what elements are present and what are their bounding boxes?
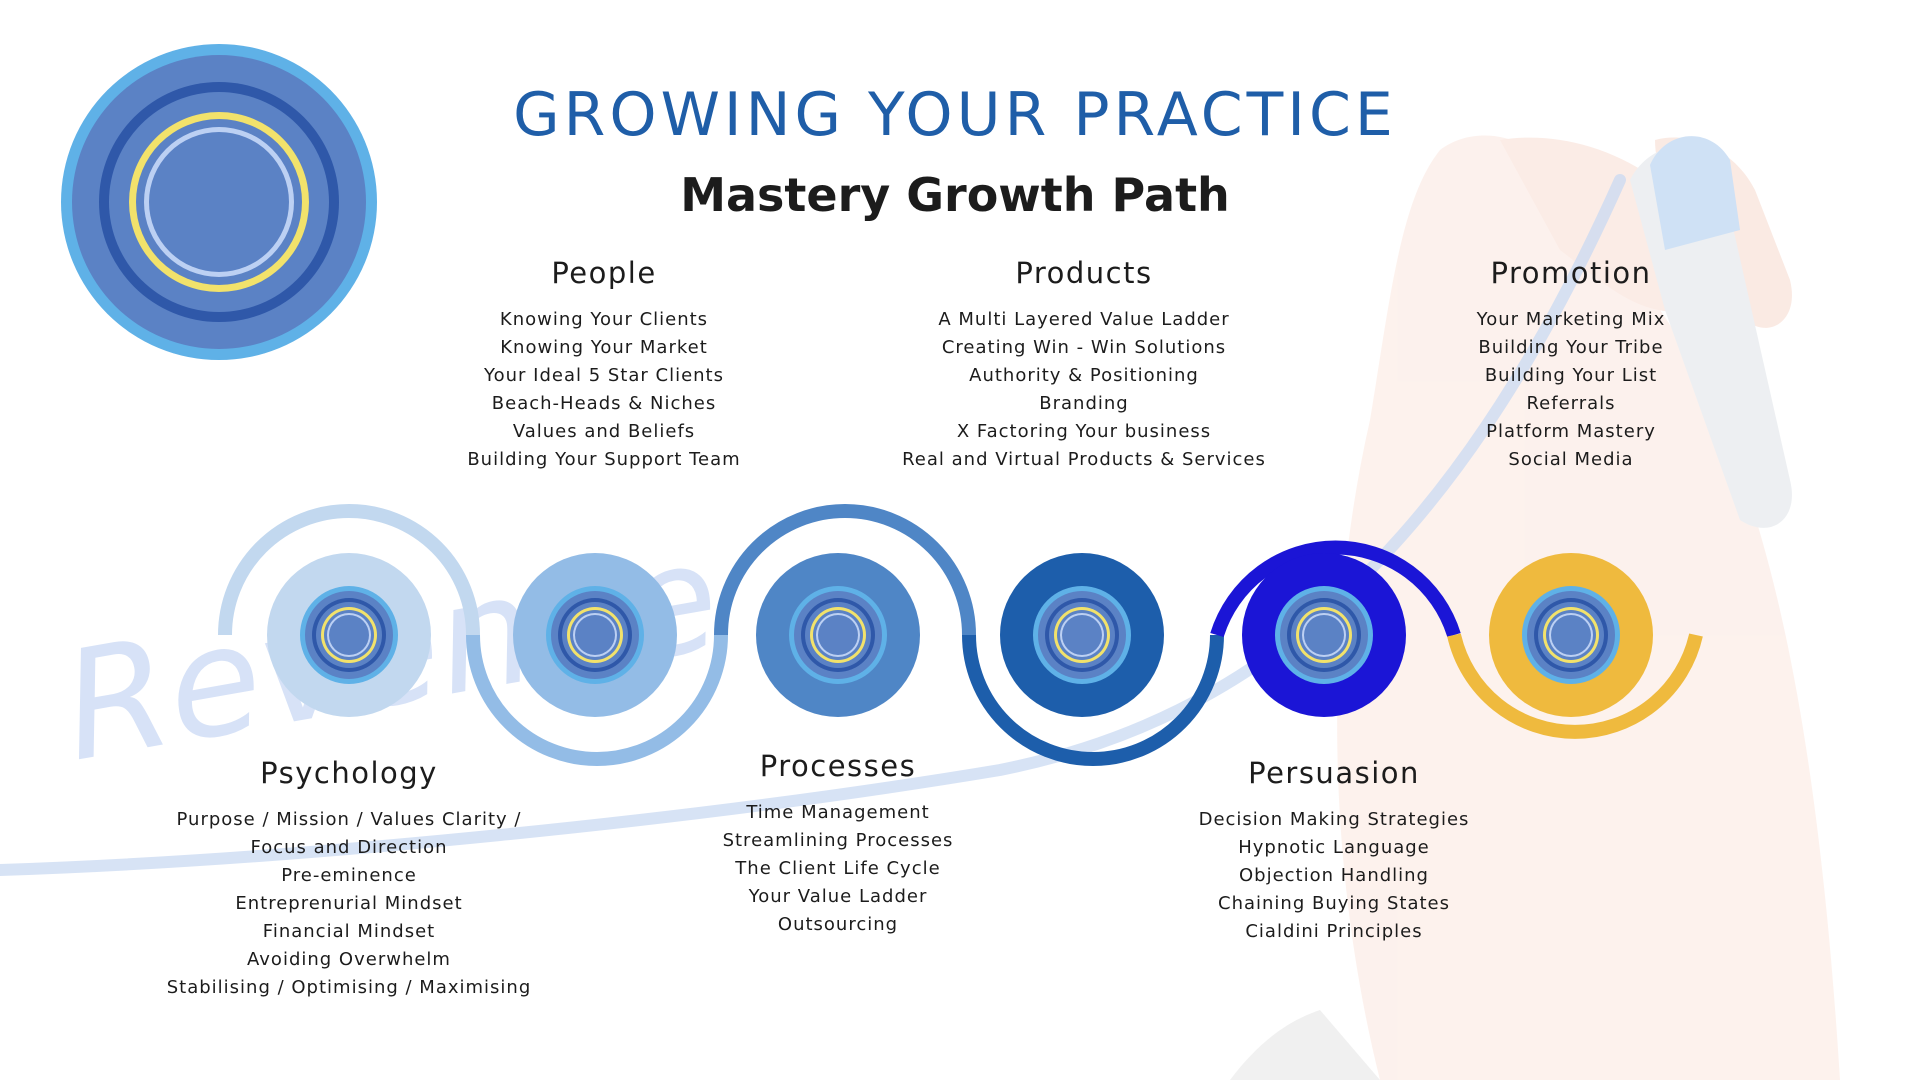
step-psychology [267,553,431,717]
concentric-target-icon [1275,586,1373,684]
concentric-target-icon [546,586,644,684]
concentric-target-icon [300,586,398,684]
group-title-psychology: Psychology [260,756,438,790]
path-segment-3 [714,504,976,636]
list-item: Social Media [1508,449,1634,470]
list-item: Decision Making Strategies [1198,809,1470,830]
list-item: The Client Life Cycle [735,858,941,879]
page-title: GROWING YOUR PRACTICE [513,80,1397,150]
list-item: Knowing Your Market [500,337,708,358]
list-item: Real and Virtual Products & Services [902,449,1266,470]
list-item: Outsourcing [777,914,899,935]
list-item: Stabilising / Optimising / Maximising [166,977,532,998]
group-persuasion: Persuasion Decision Making Strategies Hy… [1114,756,1554,946]
list-item: Chaining Buying States [1218,893,1450,914]
list-item: X Factoring Your business [956,421,1212,442]
list-item: Authority & Positioning [969,365,1199,386]
list-item: Pre-eminence [281,865,417,886]
group-title-people: People [551,256,657,290]
group-processes: Processes Time Management Streamlining P… [618,749,1058,939]
list-item: Entreprenurial Mindset [235,893,463,914]
group-title-promotion: Promotion [1490,256,1652,290]
list-item: Beach-Heads & Niches [491,393,717,414]
group-list-psychology: Purpose / Mission / Values Clarity / Foc… [129,806,569,1002]
list-item: Time Management [746,802,930,823]
group-title-products: Products [1015,256,1153,290]
list-item: Purpose / Mission / Values Clarity / [176,809,522,830]
list-item: Avoiding Overwhelm [247,949,451,970]
page-subtitle: Mastery Growth Path [680,168,1230,222]
path-segment-4 [962,634,1224,766]
group-promotion: Promotion Your Marketing Mix Building Yo… [1351,256,1791,474]
list-item: Streamlining Processes [722,830,954,851]
path-segment-2 [466,634,728,766]
concentric-target-icon [789,586,887,684]
step-persuasion [1242,553,1406,717]
list-item: Values and Beliefs [512,421,696,442]
list-item: Branding [1039,393,1129,414]
group-people: People Knowing Your Clients Knowing Your… [384,256,824,474]
group-title-persuasion: Persuasion [1248,756,1420,790]
list-item: Cialdini Principles [1245,921,1423,942]
list-item: Financial Mindset [262,921,436,942]
list-item: Your Marketing Mix [1476,309,1666,330]
logo [61,44,377,360]
list-item: Creating Win - Win Solutions [941,337,1227,358]
list-item: Hypnotic Language [1238,837,1430,858]
list-item: Platform Mastery [1486,421,1656,442]
group-list-persuasion: Decision Making Strategies Hypnotic Lang… [1114,806,1554,946]
list-item: Focus and Direction [250,837,448,858]
list-item: Building Your Support Team [467,449,741,470]
group-list-people: Knowing Your Clients Knowing Your Market… [384,306,824,474]
concentric-target-icon [1522,586,1620,684]
group-psychology: Psychology Purpose / Mission / Values Cl… [129,756,569,1002]
step-people [513,553,677,717]
group-products: Products A Multi Layered Value Ladder Cr… [864,256,1304,474]
step-products [1000,553,1164,717]
path-segment-1 [218,504,480,636]
list-item: Referrals [1526,393,1616,414]
list-item: Your Value Ladder [748,886,928,907]
group-title-processes: Processes [759,749,917,783]
list-item: Building Your List [1484,365,1658,386]
group-list-processes: Time Management Streamlining Processes T… [618,799,1058,939]
step-processes [756,553,920,717]
group-list-products: A Multi Layered Value Ladder Creating Wi… [864,306,1304,474]
step-promotion [1489,553,1653,717]
path-segment-6 [1447,633,1703,739]
list-item: Your Ideal 5 Star Clients [483,365,724,386]
list-item: A Multi Layered Value Ladder [938,309,1230,330]
path-segment-5 [1210,540,1461,638]
list-item: Knowing Your Clients [499,309,709,330]
list-item: Objection Handling [1238,865,1429,886]
group-list-promotion: Your Marketing Mix Building Your Tribe B… [1351,306,1791,474]
list-item: Building Your Tribe [1478,337,1664,358]
concentric-target-icon [1033,586,1131,684]
